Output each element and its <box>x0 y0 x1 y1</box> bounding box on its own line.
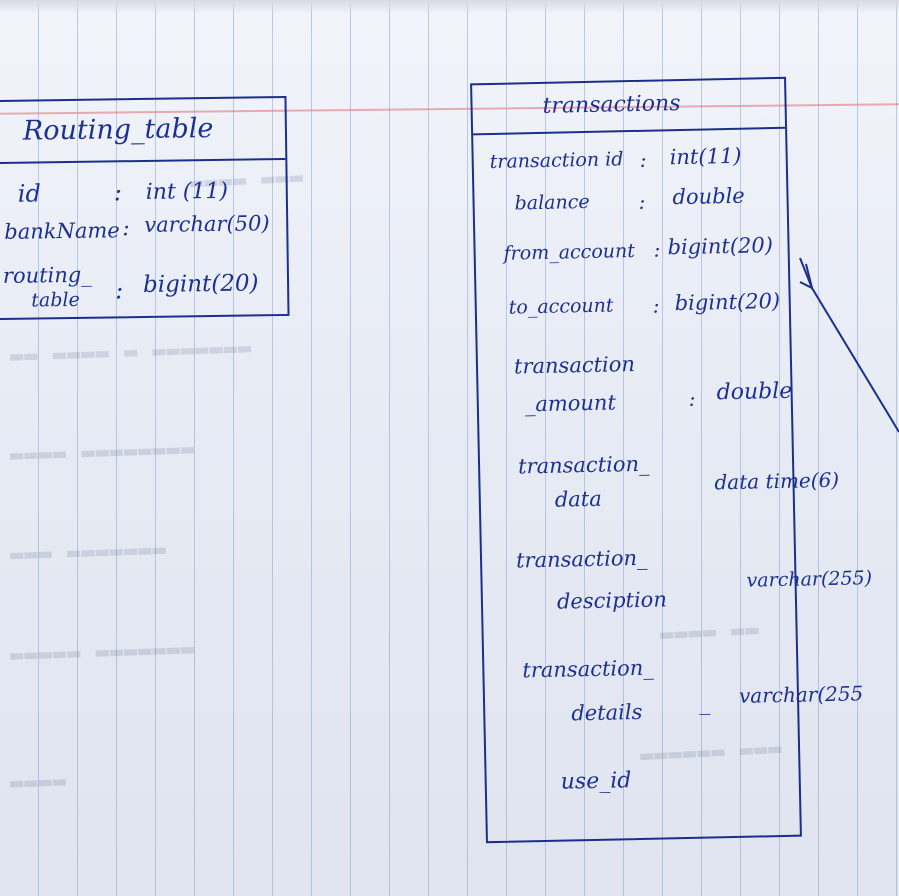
page-top-edge <box>0 0 899 14</box>
